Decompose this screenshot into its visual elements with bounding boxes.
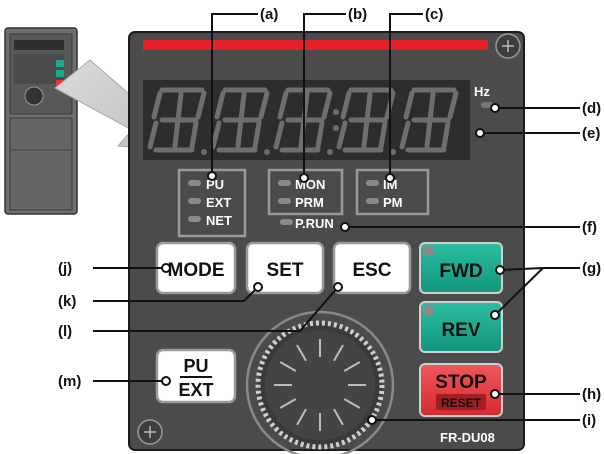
callout-m: (m) [58,373,81,390]
digit-decimal-point [390,149,396,155]
callout-e: (e) [582,125,600,142]
digit-segment [151,90,163,120]
hz-label: Hz [474,84,490,99]
digit-segment [403,90,415,120]
digit-segment [172,91,184,149]
led-display [143,80,470,160]
digit-segment [378,120,388,150]
callout-a: (a) [260,6,278,23]
fwd-button-label: FWD [439,261,482,282]
indicator-prun-label: P.RUN [295,216,334,231]
callout-i: (i) [582,412,596,429]
digit-segment [147,120,159,150]
indicator-pm: PM [383,195,403,210]
callout-c: (c) [425,6,443,23]
rev-button-label: REV [441,320,480,341]
digit-segment [315,120,325,150]
callout-g: (g) [582,260,601,277]
pu-ext-top-label: PU [183,356,208,376]
dial-tick [343,361,361,372]
digit-decimal-point [201,149,207,155]
callout-k: (k) [58,293,76,310]
pu-ext-bottom-label: EXT [178,380,213,400]
digit-segment [273,120,285,150]
digit-segment [447,90,459,120]
callout-h: (h) [582,386,601,403]
digit-segment [336,120,348,150]
dial-tick [279,398,297,409]
rev-button[interactable]: REV [419,301,503,353]
display-colon [333,109,339,115]
pu-ext-button[interactable]: PU EXT [155,348,237,404]
callout-f: (f) [582,219,597,236]
indicator-ext: EXT [206,195,231,210]
model-label: FR-DU08 [440,430,495,445]
digit-segment [214,90,226,120]
digit-segment [361,91,373,149]
digit-segment [252,120,262,150]
digit-segment [235,91,247,149]
dial-tick [333,408,344,426]
mode-button-label: MODE [168,260,225,281]
digit-segment [340,90,352,120]
digit-segment [258,90,270,120]
hz-indicator: Hz [474,84,493,108]
setting-dial[interactable] [245,310,395,454]
callout-d: (d) [582,100,601,117]
esc-button-label: ESC [352,260,391,281]
digit-segment [195,90,207,120]
dial-tick [296,344,307,362]
leader-dots [161,103,505,425]
callout-l: (l) [58,323,72,340]
stop-label: STOP [435,372,487,393]
indicator-net: NET [206,213,232,228]
indicator-prun: P.RUN [280,216,334,231]
inverter-thumbnail [4,27,78,215]
red-strip [143,40,488,50]
indicator-group-a: PU EXT NET [177,168,247,238]
esc-button[interactable]: ESC [332,241,412,295]
digit-decimal-point [327,149,333,155]
display-colon [333,125,339,131]
fwd-button[interactable]: FWD [419,242,503,294]
callout-j: (j) [58,260,72,277]
dial-tick [279,361,297,372]
leader-lines [93,13,580,421]
set-button-label: SET [267,260,304,281]
digit-segment [424,91,436,149]
set-button[interactable]: SET [245,241,325,295]
digit-segment [321,90,333,120]
dial-tick [296,408,307,426]
digit-segment [210,120,222,150]
stop-reset-button[interactable]: STOP RESET [419,363,503,417]
indicator-prm: PRM [295,195,324,210]
digit-segment [277,90,289,120]
reset-label: RESET [441,396,482,410]
digit-segment [441,120,451,150]
mode-button[interactable]: MODE [155,241,237,295]
digit-segment [189,120,199,150]
digit-decimal-point [264,149,270,155]
digit-segment [399,120,411,150]
callout-b: (b) [348,6,367,23]
dial-tick [343,398,361,409]
dial-tick [333,344,344,362]
